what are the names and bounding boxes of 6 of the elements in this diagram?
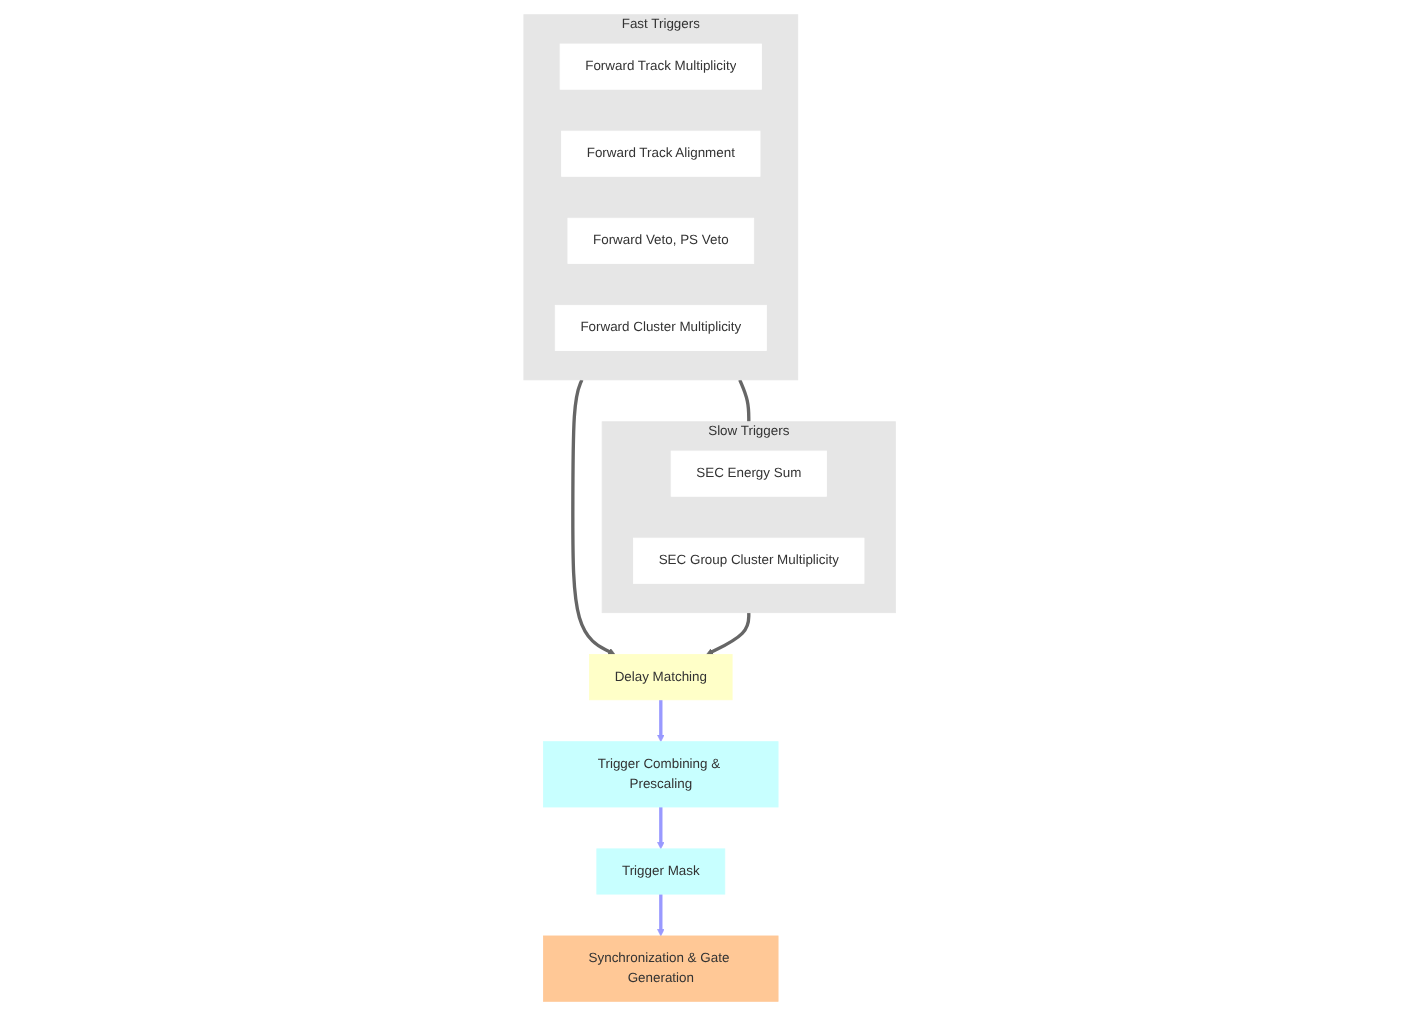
arrow bbox=[657, 893, 665, 936]
arrow bbox=[571, 378, 616, 654]
arrow bbox=[706, 611, 751, 654]
arrow bbox=[657, 698, 665, 741]
arrow bbox=[657, 806, 665, 849]
connector bbox=[738, 378, 751, 421]
